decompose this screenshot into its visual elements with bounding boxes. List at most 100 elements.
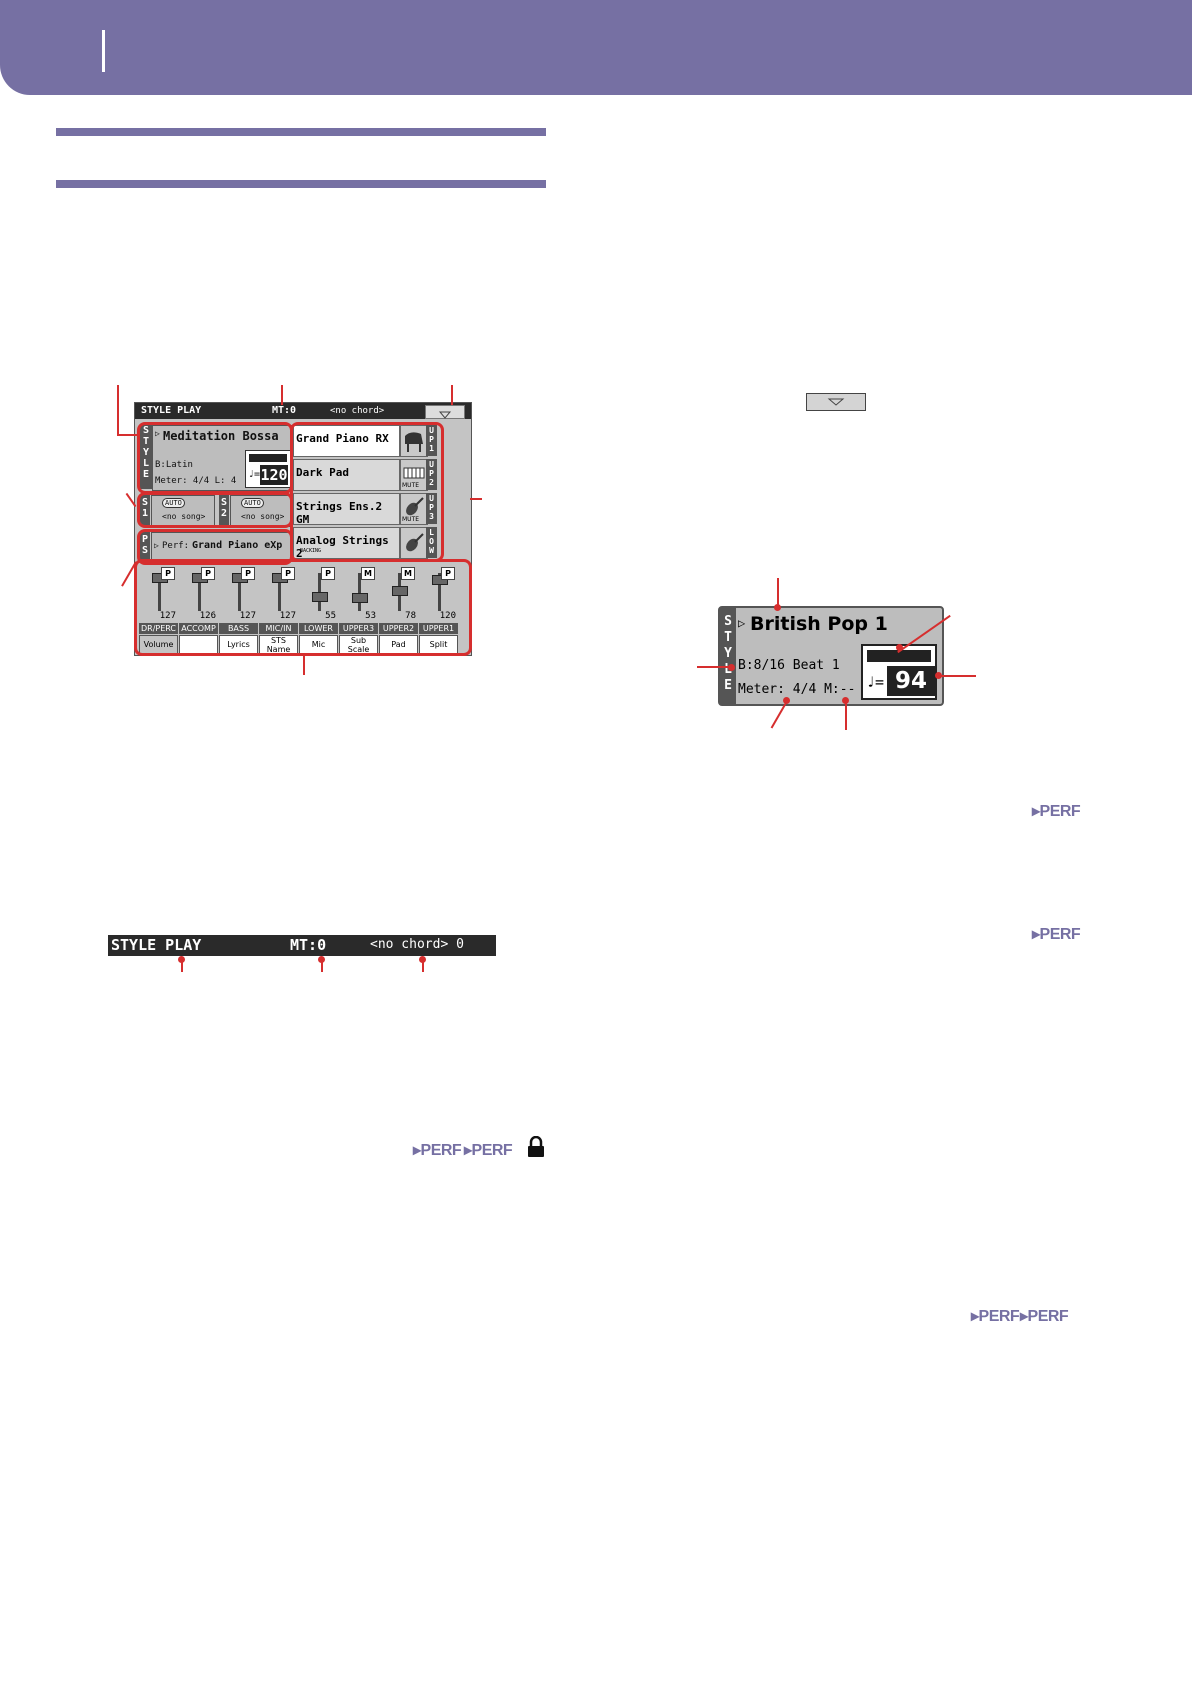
menu-arrow-icon xyxy=(827,398,845,406)
keyboard-icon[interactable]: MUTE xyxy=(400,459,428,491)
track-slot-upper2[interactable]: Dark Pad xyxy=(293,459,400,491)
callout-line xyxy=(117,434,137,436)
fader-channel[interactable]: M 78 xyxy=(381,565,417,621)
channel-status-badge[interactable]: P xyxy=(161,567,175,580)
callout-line xyxy=(117,385,119,435)
page-header-band xyxy=(0,0,1192,95)
track-name-upper1: Grand Piano RX xyxy=(296,432,389,445)
chord-readout: <no chord> 0 xyxy=(370,937,464,952)
fader-knob[interactable] xyxy=(312,592,328,603)
backing-label: BACKING xyxy=(300,548,322,554)
tempo-prefix: ♩= xyxy=(248,469,261,480)
song2-area[interactable]: AUTO <no song> xyxy=(230,495,292,527)
track-slot-lower[interactable]: Analog Strings 2 BACKING xyxy=(293,527,400,560)
track-slot-upper1[interactable]: Grand Piano RX xyxy=(293,425,400,457)
title-text: STYLE PLAY xyxy=(111,936,202,954)
style-meter: Meter: 4/4 M:-- xyxy=(738,682,856,697)
lock-icon xyxy=(526,1135,546,1158)
fader-track xyxy=(238,573,241,611)
style-meter: Meter: 4/4 L: 4 xyxy=(155,476,237,486)
fader-track xyxy=(198,573,201,611)
mixer-tab[interactable]: Sub Scale xyxy=(339,635,378,654)
perf-marker: ▸PERF xyxy=(1032,803,1081,820)
fader-value: 78 xyxy=(405,611,416,621)
section-rule-bottom xyxy=(56,180,546,188)
perf-marker-text: PERF xyxy=(471,1142,513,1159)
tempo-value: 94 xyxy=(887,666,935,696)
callout-line xyxy=(451,385,453,405)
style-area-detail: STYLE ▷ British Pop 1 B:8/16 Beat 1 Mete… xyxy=(718,606,944,706)
style-area[interactable]: ▷ Meditation Bossa B:Latin Meter: 4/4 L:… xyxy=(152,425,292,491)
song1-area[interactable]: AUTO <no song> xyxy=(151,495,215,527)
style-name: British Pop 1 xyxy=(750,613,888,635)
callout-dot xyxy=(896,644,903,651)
perf-marker: ▸PERF xyxy=(971,1308,1020,1325)
fader-knob[interactable] xyxy=(392,586,408,597)
callout-dot xyxy=(774,604,781,611)
title-bar-detail: STYLE PLAY MT:0 <no chord> 0 xyxy=(108,935,496,956)
callout-line xyxy=(181,958,183,972)
callout-line xyxy=(777,578,779,608)
mixer-tab[interactable]: STS Name xyxy=(259,635,298,654)
fader-knob[interactable] xyxy=(352,592,368,603)
song2-value: <no song> xyxy=(241,512,285,521)
style-bank: B:Latin xyxy=(155,460,193,470)
channel-label: LOWER xyxy=(299,623,338,634)
fader-track xyxy=(278,573,281,611)
callout-line xyxy=(321,958,323,972)
chord-readout: <no chord> xyxy=(330,406,385,416)
select-arrow-icon: ▷ xyxy=(738,616,746,630)
channel-status-badge[interactable]: M xyxy=(401,567,415,580)
perf-marker: ▸PERF xyxy=(413,1142,462,1159)
fader-track xyxy=(318,573,321,611)
tempo-value: 120 xyxy=(260,465,288,485)
beat-indicator xyxy=(867,650,931,662)
fader-value: 120 xyxy=(439,611,456,621)
channel-status-badge[interactable]: P xyxy=(241,567,255,580)
callout-dot xyxy=(728,664,735,671)
fader-value: 127 xyxy=(159,611,176,621)
callout-line xyxy=(303,655,305,675)
channel-status-badge[interactable]: M xyxy=(361,567,375,580)
master-transpose: MT:0 xyxy=(290,936,327,954)
page-menu-button[interactable] xyxy=(425,405,465,419)
track-name-upper3: Strings Ens.2 GM xyxy=(296,500,383,526)
channel-label: UPPER1 xyxy=(419,623,458,634)
perf-marker: ▸PERF xyxy=(464,1142,513,1159)
fader-knob[interactable] xyxy=(432,575,448,586)
perf-marker: ▸PERF xyxy=(1032,926,1081,943)
channel-status-badge[interactable]: P xyxy=(201,567,215,580)
tempo-prefix: ♩= xyxy=(866,673,885,691)
keyboard-tracks-highlight xyxy=(290,422,444,562)
track-slot-upper3[interactable]: Strings Ens.2 GM xyxy=(293,493,400,526)
perf-marker-text: PERF xyxy=(978,1308,1020,1325)
fader-channel[interactable]: P 120 xyxy=(421,565,457,621)
violin-icon[interactable] xyxy=(400,527,428,559)
perf-marker: ▸PERF xyxy=(1020,1308,1069,1325)
select-arrow-icon: ▷ xyxy=(154,541,159,550)
violin-icon[interactable]: MUTE xyxy=(400,493,428,525)
header-divider xyxy=(102,30,105,72)
channel-status-badge[interactable]: P xyxy=(281,567,295,580)
fader-channel[interactable]: P 127 xyxy=(141,565,177,621)
channel-status-badge[interactable]: P xyxy=(321,567,335,580)
channel-label: BASS xyxy=(219,623,258,634)
grand-piano-icon[interactable] xyxy=(400,425,428,457)
fader-track xyxy=(438,573,441,611)
channel-status-badge[interactable]: P xyxy=(441,567,455,580)
mixer-highlight xyxy=(134,559,472,656)
